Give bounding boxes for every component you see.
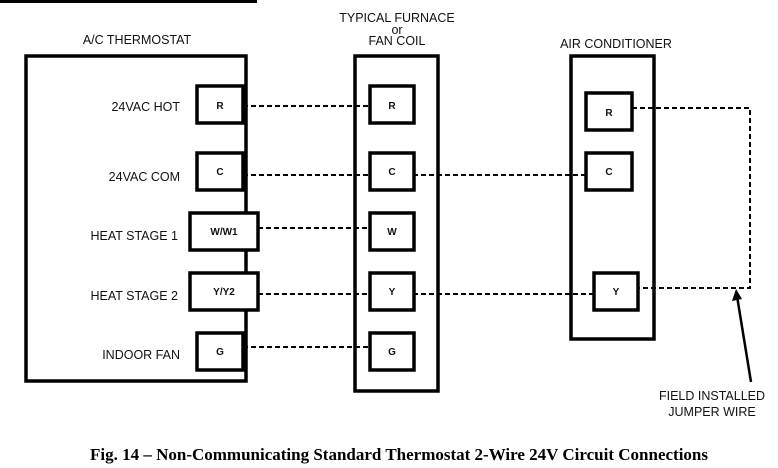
thermostat-title: A/C THERMOSTAT: [83, 33, 192, 47]
ac-terminal-y-label: Y: [613, 287, 620, 298]
thermostat-terminal-y: [188, 271, 260, 312]
furnace-box: [353, 54, 440, 393]
thermostat-label-r: 24VAC HOT: [111, 100, 180, 114]
jumper-label-line1: FIELD INSTALLED: [659, 389, 765, 403]
furnace-title-line3: FAN COIL: [369, 34, 426, 48]
thermostat-terminal-w-label: W/W1: [210, 227, 238, 238]
jumper-wire: [632, 107, 751, 289]
furnace-title-line2: or: [391, 23, 402, 37]
thermostat-terminal-y-label: Y/Y2: [213, 287, 235, 298]
thermostat-terminal-c: [195, 151, 245, 192]
thermostat-label-y: HEAT STAGE 2: [90, 289, 178, 303]
ac-title: AIR CONDITIONER: [560, 37, 672, 51]
furnace-terminal-w-label: W: [387, 227, 397, 238]
furnace-terminal-w: [368, 211, 416, 252]
furnace-title-line1: TYPICAL FURNACE: [339, 11, 455, 25]
furnace-terminal-g-label: G: [388, 347, 396, 358]
furnace-terminal-g: [368, 331, 416, 372]
ac-terminal-y: [592, 271, 640, 312]
jumper-pointer-arrow: [732, 289, 753, 383]
thermostat-terminal-r: [195, 84, 245, 125]
ac-terminal-c: [584, 151, 634, 192]
thermostat-terminal-w: [188, 211, 260, 252]
ac-box: [569, 54, 656, 341]
furnace-terminal-y: [368, 271, 416, 312]
figure-caption: Fig. 14 – Non-Communicating Standard The…: [90, 445, 708, 464]
furnace-terminal-r: [368, 84, 416, 125]
top-rule: [0, 0, 257, 3]
thermostat-label-g: INDOOR FAN: [102, 348, 180, 362]
thermostat-label-c: 24VAC COM: [109, 170, 180, 184]
thermostat-terminal-g: [195, 331, 245, 372]
ac-terminal-r: [584, 91, 634, 132]
jumper-label-line2: JUMPER WIRE: [668, 405, 756, 419]
furnace-terminal-c: [368, 151, 416, 192]
furnace-terminal-y-label: Y: [389, 287, 396, 298]
furnace-terminal-r-label: R: [388, 101, 396, 112]
thermostat-terminal-g-label: G: [216, 347, 224, 358]
thermostat-terminal-c-label: C: [216, 167, 223, 178]
ac-terminal-r-label: R: [605, 108, 613, 119]
ac-terminal-c-label: C: [605, 167, 612, 178]
thermostat-label-w: HEAT STAGE 1: [90, 229, 178, 243]
thermostat-terminal-r-label: R: [216, 101, 224, 112]
furnace-terminal-c-label: C: [388, 167, 395, 178]
